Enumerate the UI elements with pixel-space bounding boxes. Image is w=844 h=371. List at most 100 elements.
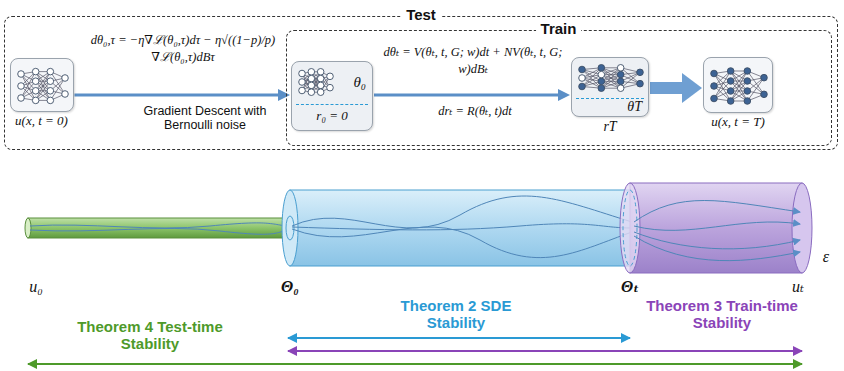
neuron bbox=[308, 69, 315, 76]
neuron bbox=[327, 73, 334, 80]
blue-tube-part bbox=[286, 216, 294, 240]
neuron bbox=[617, 71, 624, 78]
neuron bbox=[617, 85, 624, 92]
green-tube-part bbox=[25, 218, 31, 238]
neuron bbox=[47, 77, 54, 84]
neuron bbox=[317, 82, 324, 89]
neuron bbox=[579, 66, 586, 73]
neuron bbox=[711, 95, 718, 102]
neuron bbox=[711, 70, 718, 77]
neuron bbox=[711, 83, 718, 90]
neuron bbox=[32, 87, 39, 94]
node-label: rT bbox=[603, 119, 616, 135]
frame-title: Train bbox=[536, 20, 582, 37]
neuron bbox=[744, 98, 751, 105]
neuron bbox=[727, 88, 734, 95]
network-box: u(x, t = T) bbox=[703, 57, 773, 113]
network-link bbox=[731, 71, 748, 101]
neuron bbox=[47, 87, 54, 94]
theorem-range-arrows-part bbox=[28, 363, 802, 365]
green-tube-part bbox=[28, 218, 292, 238]
neuron bbox=[761, 91, 768, 98]
neuron bbox=[17, 82, 24, 89]
neuron bbox=[299, 79, 306, 86]
neuron bbox=[761, 74, 768, 81]
neuron bbox=[308, 89, 315, 96]
blue-tube-part bbox=[292, 227, 632, 258]
neuron bbox=[32, 77, 39, 84]
neuron bbox=[317, 75, 324, 82]
blue-tube-part bbox=[282, 190, 298, 266]
neuron bbox=[61, 74, 68, 81]
neuron bbox=[744, 88, 751, 95]
neuron bbox=[308, 75, 315, 82]
neuron bbox=[637, 69, 644, 76]
purple-tube-part bbox=[630, 183, 802, 273]
purple-tube bbox=[620, 183, 812, 273]
neuron bbox=[327, 84, 334, 91]
neuron bbox=[598, 78, 605, 85]
parameter-box: θTrT bbox=[571, 57, 649, 117]
neuron bbox=[727, 78, 734, 85]
neuron bbox=[579, 83, 586, 90]
neuron bbox=[308, 82, 315, 89]
neuron bbox=[47, 68, 54, 75]
parameter-box: θ₀r₀ = 0 bbox=[291, 61, 373, 131]
state-label: Θ₀ bbox=[270, 278, 310, 296]
purple-tube-part bbox=[623, 190, 637, 266]
node-label: u(x, t = T) bbox=[711, 115, 765, 130]
network-link bbox=[731, 71, 748, 101]
neuron bbox=[32, 68, 39, 75]
blue-tube bbox=[282, 190, 632, 266]
blue-tube-part bbox=[292, 196, 632, 228]
purple-tube-part bbox=[634, 232, 800, 249]
equation-label: drₜ = R(θₜ, t)dt bbox=[400, 104, 550, 118]
neuron bbox=[299, 70, 306, 77]
green-tube-part bbox=[30, 228, 292, 234]
neuron bbox=[727, 68, 734, 75]
network-link bbox=[601, 68, 620, 88]
neuron bbox=[299, 87, 306, 94]
network-icon bbox=[708, 61, 770, 111]
green-tube-part bbox=[30, 223, 292, 228]
neuron bbox=[317, 89, 324, 96]
equation-label: dθₜ = V(θₜ, t, G; w)dt + NV(θₜ, t, G; w)… bbox=[380, 44, 566, 78]
neuron bbox=[17, 94, 24, 101]
network-icon bbox=[15, 62, 71, 110]
purple-tube-part bbox=[634, 222, 800, 230]
neuron bbox=[617, 78, 624, 85]
blue-tube-part bbox=[290, 190, 632, 266]
annotation: Gradient Descent with Bernoulli noise bbox=[130, 104, 280, 133]
neuron bbox=[598, 71, 605, 78]
purple-tube-part bbox=[620, 183, 640, 273]
theorem-range-arrows-part bbox=[288, 350, 802, 352]
neuron bbox=[617, 65, 624, 72]
flow-arrow bbox=[374, 94, 558, 97]
blue-tube-part bbox=[292, 224, 632, 230]
neuron bbox=[579, 75, 586, 82]
theorem-label: Theorem 2 SDE Stability bbox=[400, 297, 512, 332]
divider bbox=[576, 98, 644, 99]
state-label: Θₜ bbox=[610, 278, 650, 296]
theorem-label: Theorem 4 Test-time Stability bbox=[70, 318, 230, 353]
error-label: ε bbox=[814, 248, 838, 266]
neuron bbox=[61, 90, 68, 97]
green-tube bbox=[25, 218, 292, 238]
neuron bbox=[727, 98, 734, 105]
neuron bbox=[637, 80, 644, 87]
purple-tube-part bbox=[634, 201, 800, 223]
network-box: u(x, t = 0) bbox=[10, 58, 74, 112]
divider bbox=[296, 104, 368, 105]
purple-tube-part bbox=[792, 183, 812, 273]
state-label: u₀ bbox=[16, 278, 56, 296]
theorem-label: Theorem 3 Train-time Stability bbox=[642, 297, 802, 332]
theorem-range-arrows-part bbox=[288, 337, 630, 339]
neuron bbox=[317, 69, 324, 76]
network-link bbox=[601, 68, 620, 88]
frame-title: Test bbox=[401, 6, 441, 23]
equation-label: dθ₀,τ = −η∇ℒ(θ₀,τ)dτ − η√((1−p)/p) ∇ℒ(θ₀… bbox=[84, 32, 282, 66]
neuron bbox=[17, 70, 24, 77]
neuron bbox=[598, 65, 605, 72]
network-icon bbox=[576, 61, 646, 95]
